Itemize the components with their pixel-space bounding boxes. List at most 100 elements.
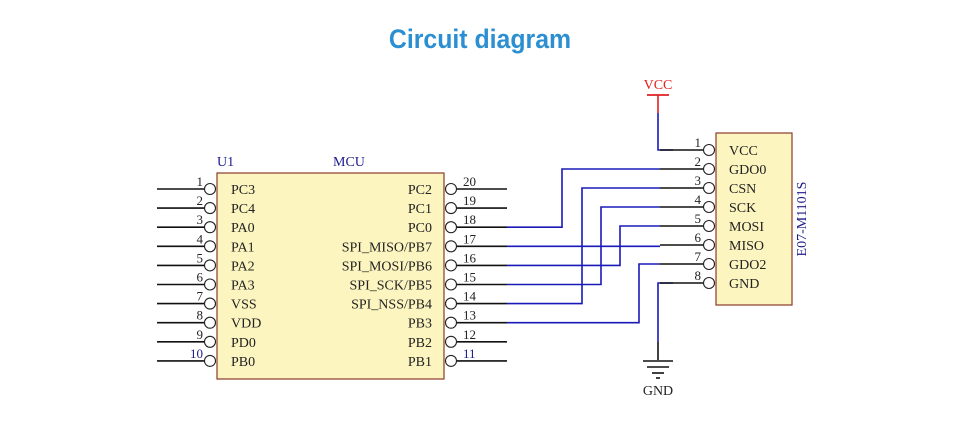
mcu-pin-bubble <box>203 316 217 329</box>
module-pin-bubble <box>702 257 716 271</box>
module-name: E07-M1101S <box>795 182 810 257</box>
mcu-pin-number: 14 <box>463 289 477 304</box>
module-pin-name: GDO2 <box>729 258 766 273</box>
mcu-pin-name: PC1 <box>408 202 432 217</box>
wire-mcu16-mod5 <box>507 225 660 267</box>
mcu-pin-bubble <box>203 335 217 348</box>
mcu-pin-bubble <box>444 202 458 215</box>
mcu-pin-name: SPI_MISO/PB7 <box>342 240 432 255</box>
mcu-pin-name: PA0 <box>231 221 255 236</box>
mcu-pin-bubble <box>444 182 458 196</box>
power-symbols: VCC GND <box>643 78 673 399</box>
mcu-pin-bubble <box>444 240 458 253</box>
module-pin-number: 4 <box>695 192 702 207</box>
mcu-pin-name: VDD <box>231 317 261 332</box>
wire-mcu18-mod2 <box>507 168 660 228</box>
gnd-label: GND <box>643 384 673 399</box>
mcu-pin-number: 12 <box>463 327 476 342</box>
mcu-pin-name: PD0 <box>231 336 256 351</box>
mcu-pin-number: 2 <box>197 193 204 208</box>
mcu-designator: U1 <box>217 155 234 170</box>
vcc-label: VCC <box>644 78 673 93</box>
mcu-pin-bubble <box>444 221 458 234</box>
mcu-pin-number: 5 <box>197 250 204 265</box>
mcu-pin-bubble <box>444 297 458 310</box>
wire-mcu15-mod4 <box>507 206 660 286</box>
mcu-pin-number: 11 <box>463 346 476 361</box>
mcu-pin-number: 18 <box>463 212 476 227</box>
mcu-pin-bubble <box>203 202 217 215</box>
mcu-pin-name: PA2 <box>231 259 255 274</box>
mcu-pin-name: PA1 <box>231 240 255 255</box>
module-pin-bubble <box>702 181 716 195</box>
mcu-body <box>216 172 445 380</box>
module-pin-number: 3 <box>695 173 702 188</box>
mcu-pin-name: PB2 <box>408 336 432 351</box>
mcu-pin-name: PC4 <box>231 202 255 217</box>
mcu-pin-number: 6 <box>197 270 204 285</box>
module-pin-name: GND <box>729 277 759 292</box>
module-pin-name: MISO <box>729 239 764 254</box>
mcu-pin-number: 19 <box>463 193 476 208</box>
module-pin-number: 2 <box>695 154 702 169</box>
mcu-pin-name: VSS <box>231 298 257 313</box>
mcu-pin-bubble <box>203 182 217 196</box>
mcu-pin-bubble <box>444 259 458 272</box>
mcu-pin-number: 8 <box>197 308 204 323</box>
mcu-pin-name: SPI_NSS/PB4 <box>351 298 432 313</box>
mcu-pin-number: 1 <box>197 174 204 189</box>
module-pin-name: GDO0 <box>729 163 766 178</box>
module-pin-number: 1 <box>695 135 702 150</box>
wire-mcu13-mod7 <box>507 263 660 324</box>
mcu-pin-bubble <box>203 278 217 291</box>
wire-mcu14-mod3 <box>507 187 660 305</box>
mcu-pin-name: PC2 <box>408 183 432 198</box>
module-pin-name: VCC <box>729 144 758 159</box>
module-pin-bubble <box>702 219 716 233</box>
mcu-pin-number: 13 <box>463 308 476 323</box>
mcu-pin-number: 7 <box>197 289 204 304</box>
mcu-pin-bubble <box>444 278 458 291</box>
module-pin-bubble <box>702 200 716 214</box>
module-pin-number: 5 <box>695 211 702 226</box>
mcu-pin-number: 3 <box>197 212 204 227</box>
mcu-pin-name: SPI_MOSI/PB6 <box>342 259 432 274</box>
mcu-pin-name: PC0 <box>408 221 432 236</box>
mcu-pin-number: 16 <box>463 250 477 265</box>
diagram-title: Circuit diagram <box>388 24 572 54</box>
mcu-pin-name: PC3 <box>231 183 255 198</box>
mcu-pin-bubble <box>444 316 458 329</box>
module-pin-number: 8 <box>695 268 702 283</box>
mcu-pin-number: 20 <box>463 174 476 189</box>
mcu-pin-number: 15 <box>463 270 476 285</box>
mcu-pin-bubble <box>203 221 217 234</box>
wire-vcc <box>657 113 673 151</box>
module-pin-bubble <box>702 238 716 252</box>
mcu-pin-number: 10 <box>190 346 203 361</box>
module-pin-bubble <box>702 276 716 290</box>
module-pin-number: 6 <box>695 230 702 245</box>
module-pin-bubble <box>702 162 716 176</box>
mcu-pin-bubble <box>203 297 217 310</box>
mcu-pin-number: 17 <box>463 231 477 246</box>
module-pin-name: SCK <box>729 201 756 216</box>
module-pin-name: CSN <box>729 182 756 197</box>
module-body <box>715 132 793 306</box>
mcu-pin-bubble <box>444 335 458 348</box>
module-pin-bubble <box>702 143 716 157</box>
mcu-pin-bubble <box>203 259 217 272</box>
mcu-pin-bubble <box>203 354 217 367</box>
wire-gnd <box>657 282 673 342</box>
mcu-pin-number: 9 <box>197 327 204 342</box>
mcu-pin-name: PB1 <box>408 355 432 370</box>
module-pin-number: 7 <box>695 249 702 264</box>
mcu-pin-bubble <box>203 240 217 253</box>
mcu-pin-name: SPI_SCK/PB5 <box>350 279 432 294</box>
mcu-pin-bubble <box>444 354 458 367</box>
module-pin-name: MOSI <box>729 220 764 235</box>
mcu-pin-name: PA3 <box>231 279 255 294</box>
mcu-name: MCU <box>333 155 365 170</box>
